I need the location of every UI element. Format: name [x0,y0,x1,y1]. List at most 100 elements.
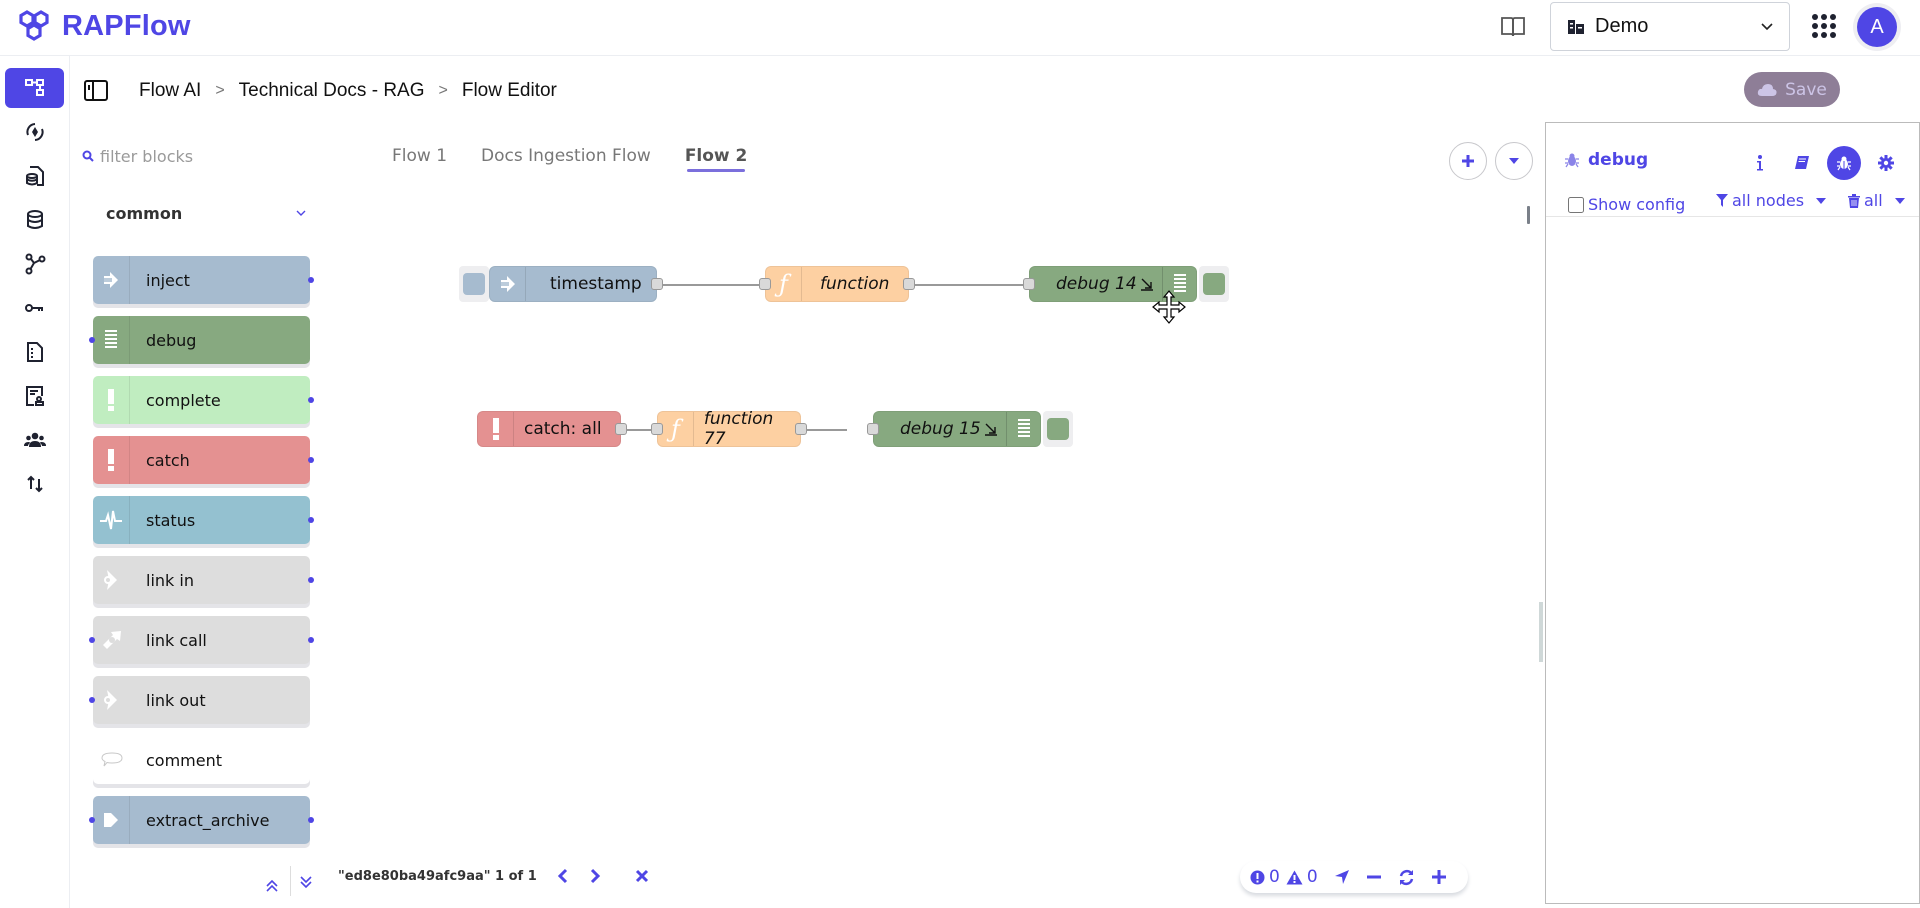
clear-messages-dropdown[interactable]: all [1848,191,1905,210]
zoom-in-icon[interactable] [1431,869,1447,885]
sidebar-item-keys[interactable] [5,288,64,328]
sidebar-item-certificates[interactable] [5,376,64,416]
node-label: debug 15 [900,419,981,439]
apps-grid-icon[interactable] [1812,14,1836,38]
chevrons-down-icon[interactable] [296,872,316,892]
palette-node-link-out[interactable]: link out [89,676,310,724]
palette-node-status[interactable]: status [93,496,314,544]
logo[interactable]: RAPFlow [18,9,191,43]
palette-node-inject[interactable]: inject [93,256,314,304]
sidebar-item-documents[interactable] [5,156,64,196]
wire[interactable] [663,284,761,286]
filter-nodes-dropdown[interactable]: all nodes [1716,191,1827,210]
breadcrumb-item-technical-docs[interactable]: Technical Docs - RAG [238,80,425,101]
output-port[interactable] [903,278,915,290]
flow-node-function-77[interactable]: ƒ function 77 [651,409,807,449]
chevron-left-icon[interactable] [557,868,569,884]
vertical-scrollbar[interactable] [1527,206,1530,224]
tab-flow-2[interactable]: Flow 2 [685,146,747,172]
input-port[interactable] [651,423,663,435]
flow-node-catch-all[interactable]: catch: all [477,411,627,447]
arrow-right-icon [93,796,130,844]
wire[interactable] [915,284,1025,286]
sidebar-item-flows[interactable] [5,68,64,108]
palette-node-label: link in [146,570,194,590]
hexagon-logo-icon [19,10,49,41]
sidebar-item-database[interactable] [5,200,64,240]
sidebar-item-files[interactable] [5,332,64,372]
tab-flow-1[interactable]: Flow 1 [392,146,448,166]
user-avatar[interactable]: A [1857,7,1897,47]
sidebar-item-deployments[interactable] [5,112,64,152]
organization-select[interactable]: Demo [1550,2,1790,51]
flow-node-timestamp[interactable]: timestamp [489,266,663,302]
flow-canvas[interactable]: Flow 1 Docs Ingestion Flow Flow 2 timest… [320,122,1545,908]
close-icon[interactable] [635,869,649,883]
palette-filter[interactable] [82,144,302,168]
info-icon [1757,155,1763,171]
sidebar-item-users[interactable] [5,420,64,460]
speech-bubble-icon [93,736,130,784]
debug-tab-button[interactable] [1823,145,1865,181]
info-tab-button[interactable] [1739,145,1781,181]
input-port [89,637,95,643]
navigate-arrow-icon[interactable] [1334,869,1350,885]
sort-arrows-icon [26,475,43,493]
palette-node-catch[interactable]: catch [93,436,314,484]
show-config-checkbox[interactable] [1568,196,1584,213]
sidebar-item-graph[interactable] [5,244,64,284]
certificate-icon [25,386,44,406]
exclamation-icon [93,436,130,484]
inject-trigger-button[interactable] [459,266,489,302]
palette-node-comment[interactable]: comment [93,736,310,784]
output-port [308,817,314,823]
tab-docs-ingestion-flow[interactable]: Docs Ingestion Flow [481,146,651,166]
palette-node-debug[interactable]: debug [89,316,310,364]
help-book-tab-button[interactable] [1781,145,1823,181]
input-port[interactable] [867,423,879,435]
debug-toggle-button[interactable] [1043,411,1073,447]
add-flow-button[interactable] [1449,142,1487,180]
debug-toggle-button[interactable] [1199,266,1229,302]
palette-category-common[interactable]: common [106,198,306,228]
flow-list-dropdown-button[interactable] [1495,142,1533,180]
output-port[interactable] [795,423,807,435]
palette-node-extract-archive[interactable]: extract_archive [89,796,314,844]
book-open-icon[interactable] [1500,15,1526,39]
flow-node-function[interactable]: ƒ function [759,266,915,302]
palette-node-complete[interactable]: complete [93,376,314,424]
filter-blocks-input[interactable] [100,146,290,166]
warning-count[interactable]: 0 [1286,867,1318,887]
error-count[interactable]: 0 [1250,867,1280,887]
gear-icon [1878,155,1894,171]
chevron-right-icon[interactable] [589,868,601,884]
output-port[interactable] [651,278,663,290]
link-call-icon [93,616,130,664]
chevron-down-icon [296,210,306,216]
save-button[interactable]: Save [1744,72,1840,107]
panel-resize-handle[interactable] [1539,602,1543,662]
error-circle-icon [1250,870,1265,884]
palette-node-link-call[interactable]: link call [89,616,314,664]
palette-node-label: link out [146,690,206,710]
search-icon [82,150,94,162]
sidebar-item-import-export[interactable] [5,464,64,504]
sidebar-toggle-icon[interactable] [84,80,108,101]
input-port[interactable] [1023,278,1035,290]
zoom-reset-icon[interactable] [1398,869,1415,886]
chevrons-up-icon[interactable] [262,876,282,896]
bug-icon [1565,153,1579,168]
breadcrumb-item-flow-ai[interactable]: Flow AI [139,80,202,101]
flow-node-debug-15[interactable]: debug 15 [867,411,1041,447]
wire[interactable] [807,429,847,431]
zoom-out-icon[interactable] [1366,869,1382,885]
show-config-toggle[interactable]: Show config [1568,195,1685,214]
wire[interactable] [627,429,651,431]
show-config-label: Show config [1588,195,1686,214]
palette-node-link-in[interactable]: link in [93,556,314,604]
input-port[interactable] [759,278,771,290]
rocket-cycle-icon [25,123,44,141]
move-cursor-icon [1152,290,1186,324]
settings-tab-button[interactable] [1865,145,1907,181]
output-port[interactable] [615,423,627,435]
